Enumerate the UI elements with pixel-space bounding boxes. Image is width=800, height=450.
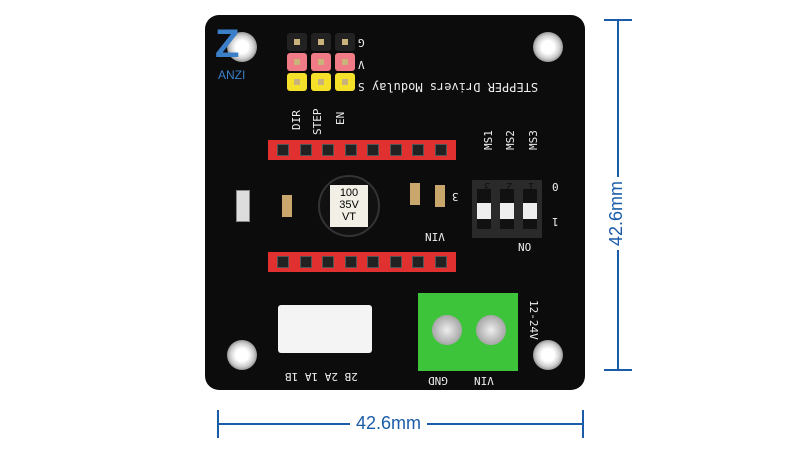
dimension-tick <box>582 410 584 438</box>
label-zero: 0 <box>552 180 559 193</box>
label-v: V <box>358 58 365 71</box>
label-en: EN <box>334 111 347 125</box>
dip-switch[interactable] <box>472 180 542 238</box>
label-dir: DIR <box>290 110 303 130</box>
resistor <box>435 185 445 207</box>
dimension-tick <box>604 19 632 21</box>
dimension-tick <box>604 369 632 371</box>
label-voltage: 12-24V <box>527 300 540 340</box>
logo: Z <box>215 22 240 66</box>
label-ms2: MS2 <box>504 130 517 150</box>
screw-icon <box>432 315 462 345</box>
cap-voltage: 35V <box>339 199 359 211</box>
terminal-block <box>418 293 518 371</box>
label-vin: VIN <box>425 230 445 243</box>
cap-value: 100 <box>339 187 359 199</box>
logo-text: ANZI <box>218 68 246 82</box>
mounting-hole <box>227 340 257 370</box>
label-terminal-vin: VIN <box>474 374 494 387</box>
screw-icon <box>476 315 506 345</box>
led <box>236 190 250 222</box>
label-g: G <box>358 36 365 49</box>
mounting-hole <box>533 32 563 62</box>
cap-mark: VT <box>341 211 357 223</box>
driver-header-top <box>268 140 456 160</box>
label-one: 1 <box>552 215 559 228</box>
label-on: ON <box>518 240 532 253</box>
gvs-header <box>287 33 355 91</box>
resistor <box>282 195 292 217</box>
label-ms3: MS3 <box>527 130 540 150</box>
mounting-hole <box>533 340 563 370</box>
label-ms1: MS1 <box>482 130 495 150</box>
label-3: 3 <box>452 190 459 203</box>
mounting-hole <box>227 32 257 62</box>
label-step: STEP <box>311 108 324 136</box>
motor-labels: 2B 2A 1A 1B <box>285 370 358 383</box>
dip-num-3: 3 <box>484 180 491 193</box>
motor-connector <box>278 305 372 353</box>
height-label: 42.6mm <box>606 176 627 250</box>
dimension-tick <box>217 410 219 438</box>
board-title: STEPPER Drivers Modulay <box>372 80 539 94</box>
dip-num-1: 1 <box>528 180 535 193</box>
resistor <box>410 183 420 205</box>
driver-header-bottom <box>268 252 456 272</box>
label-gnd: GND <box>428 374 448 387</box>
width-label: 42.6mm <box>350 413 428 434</box>
capacitor: 100 35V VT <box>318 175 380 237</box>
label-s: S <box>358 80 365 93</box>
dip-num-2: 2 <box>506 180 513 193</box>
